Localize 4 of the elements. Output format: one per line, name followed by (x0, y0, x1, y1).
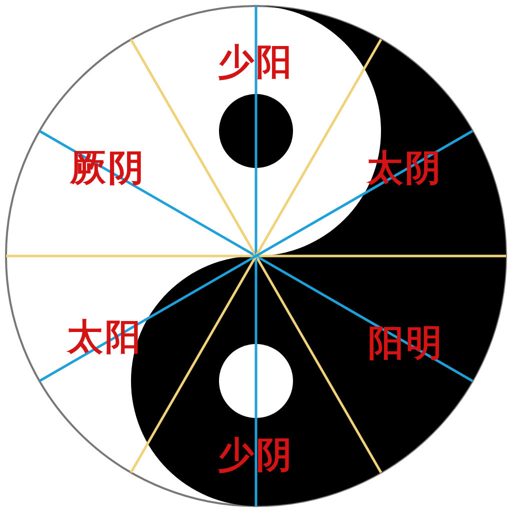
meridian-label: 少阴 (218, 435, 294, 475)
meridian-label: 阳明 (368, 323, 444, 363)
meridian-label: 少阳 (218, 42, 294, 82)
meridian-label: 厥阴 (70, 148, 146, 188)
